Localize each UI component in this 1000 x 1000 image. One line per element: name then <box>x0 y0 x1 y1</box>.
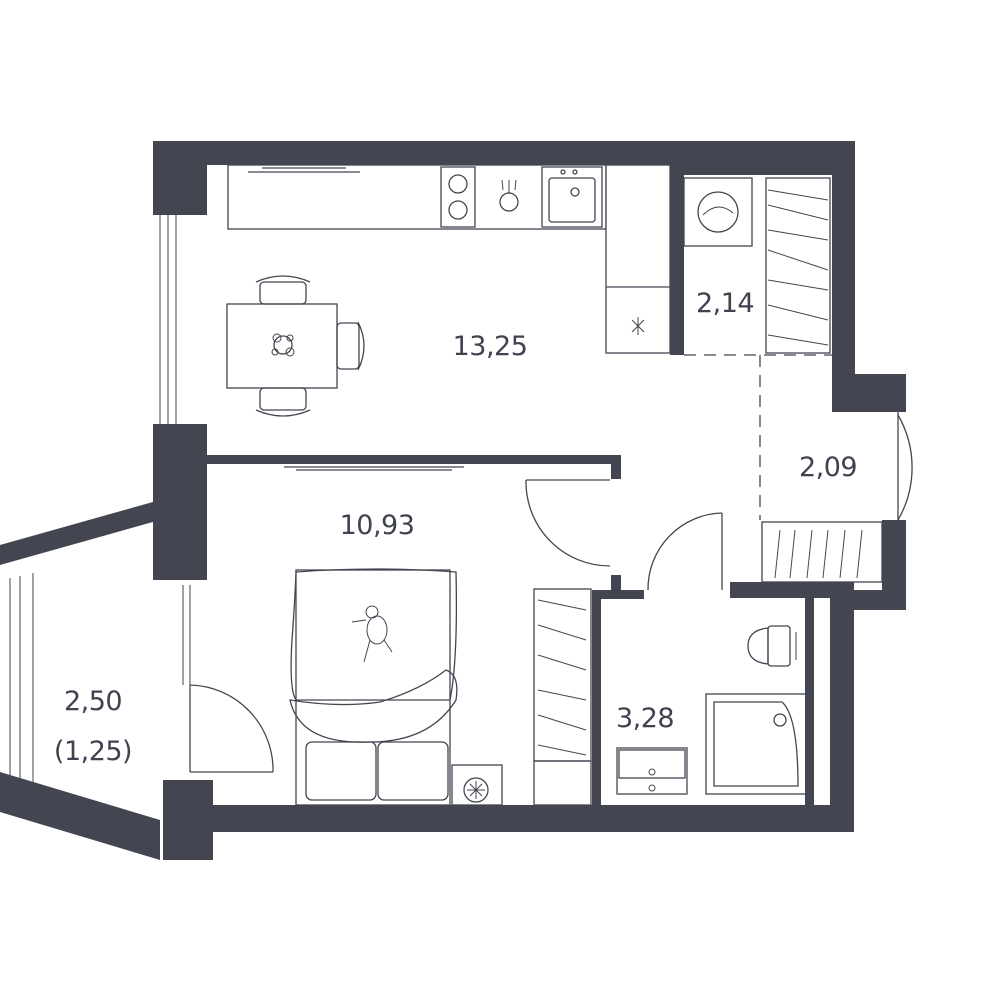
dining-table-icon <box>226 275 365 417</box>
walls <box>0 141 906 860</box>
faucet-icon <box>499 179 519 212</box>
sparkle-icon <box>631 317 645 335</box>
toilet-icon <box>747 625 797 667</box>
wash-basin-icon <box>616 747 688 795</box>
doors <box>189 354 913 773</box>
area-label-hall: 2,09 <box>799 452 857 483</box>
area-label-balcony: 2,50 <box>64 686 122 717</box>
laundry-shelves <box>765 177 831 354</box>
bed-icon <box>289 568 458 806</box>
washing-machine-icon <box>683 177 753 247</box>
area-label-bathroom: 3,28 <box>616 703 674 734</box>
sink-icon <box>541 166 603 228</box>
air-conditioner-icon <box>451 764 503 806</box>
area-label-balcony-reduced: (1,25) <box>54 736 132 767</box>
hall-wardrobe <box>761 521 883 583</box>
windows <box>9 215 191 785</box>
wardrobe-icon <box>533 588 592 806</box>
shower-tray-icon <box>705 693 807 795</box>
area-label-kitchen-living: 13,25 <box>453 331 528 362</box>
area-label-laundry: 2,14 <box>696 288 754 319</box>
stove-icon <box>440 166 476 228</box>
tv-icon <box>284 466 464 471</box>
area-labels: 13,25 10,93 2,14 2,09 3,28 2,50 (1,25) <box>54 288 858 767</box>
area-label-bedroom: 10,93 <box>340 510 415 541</box>
